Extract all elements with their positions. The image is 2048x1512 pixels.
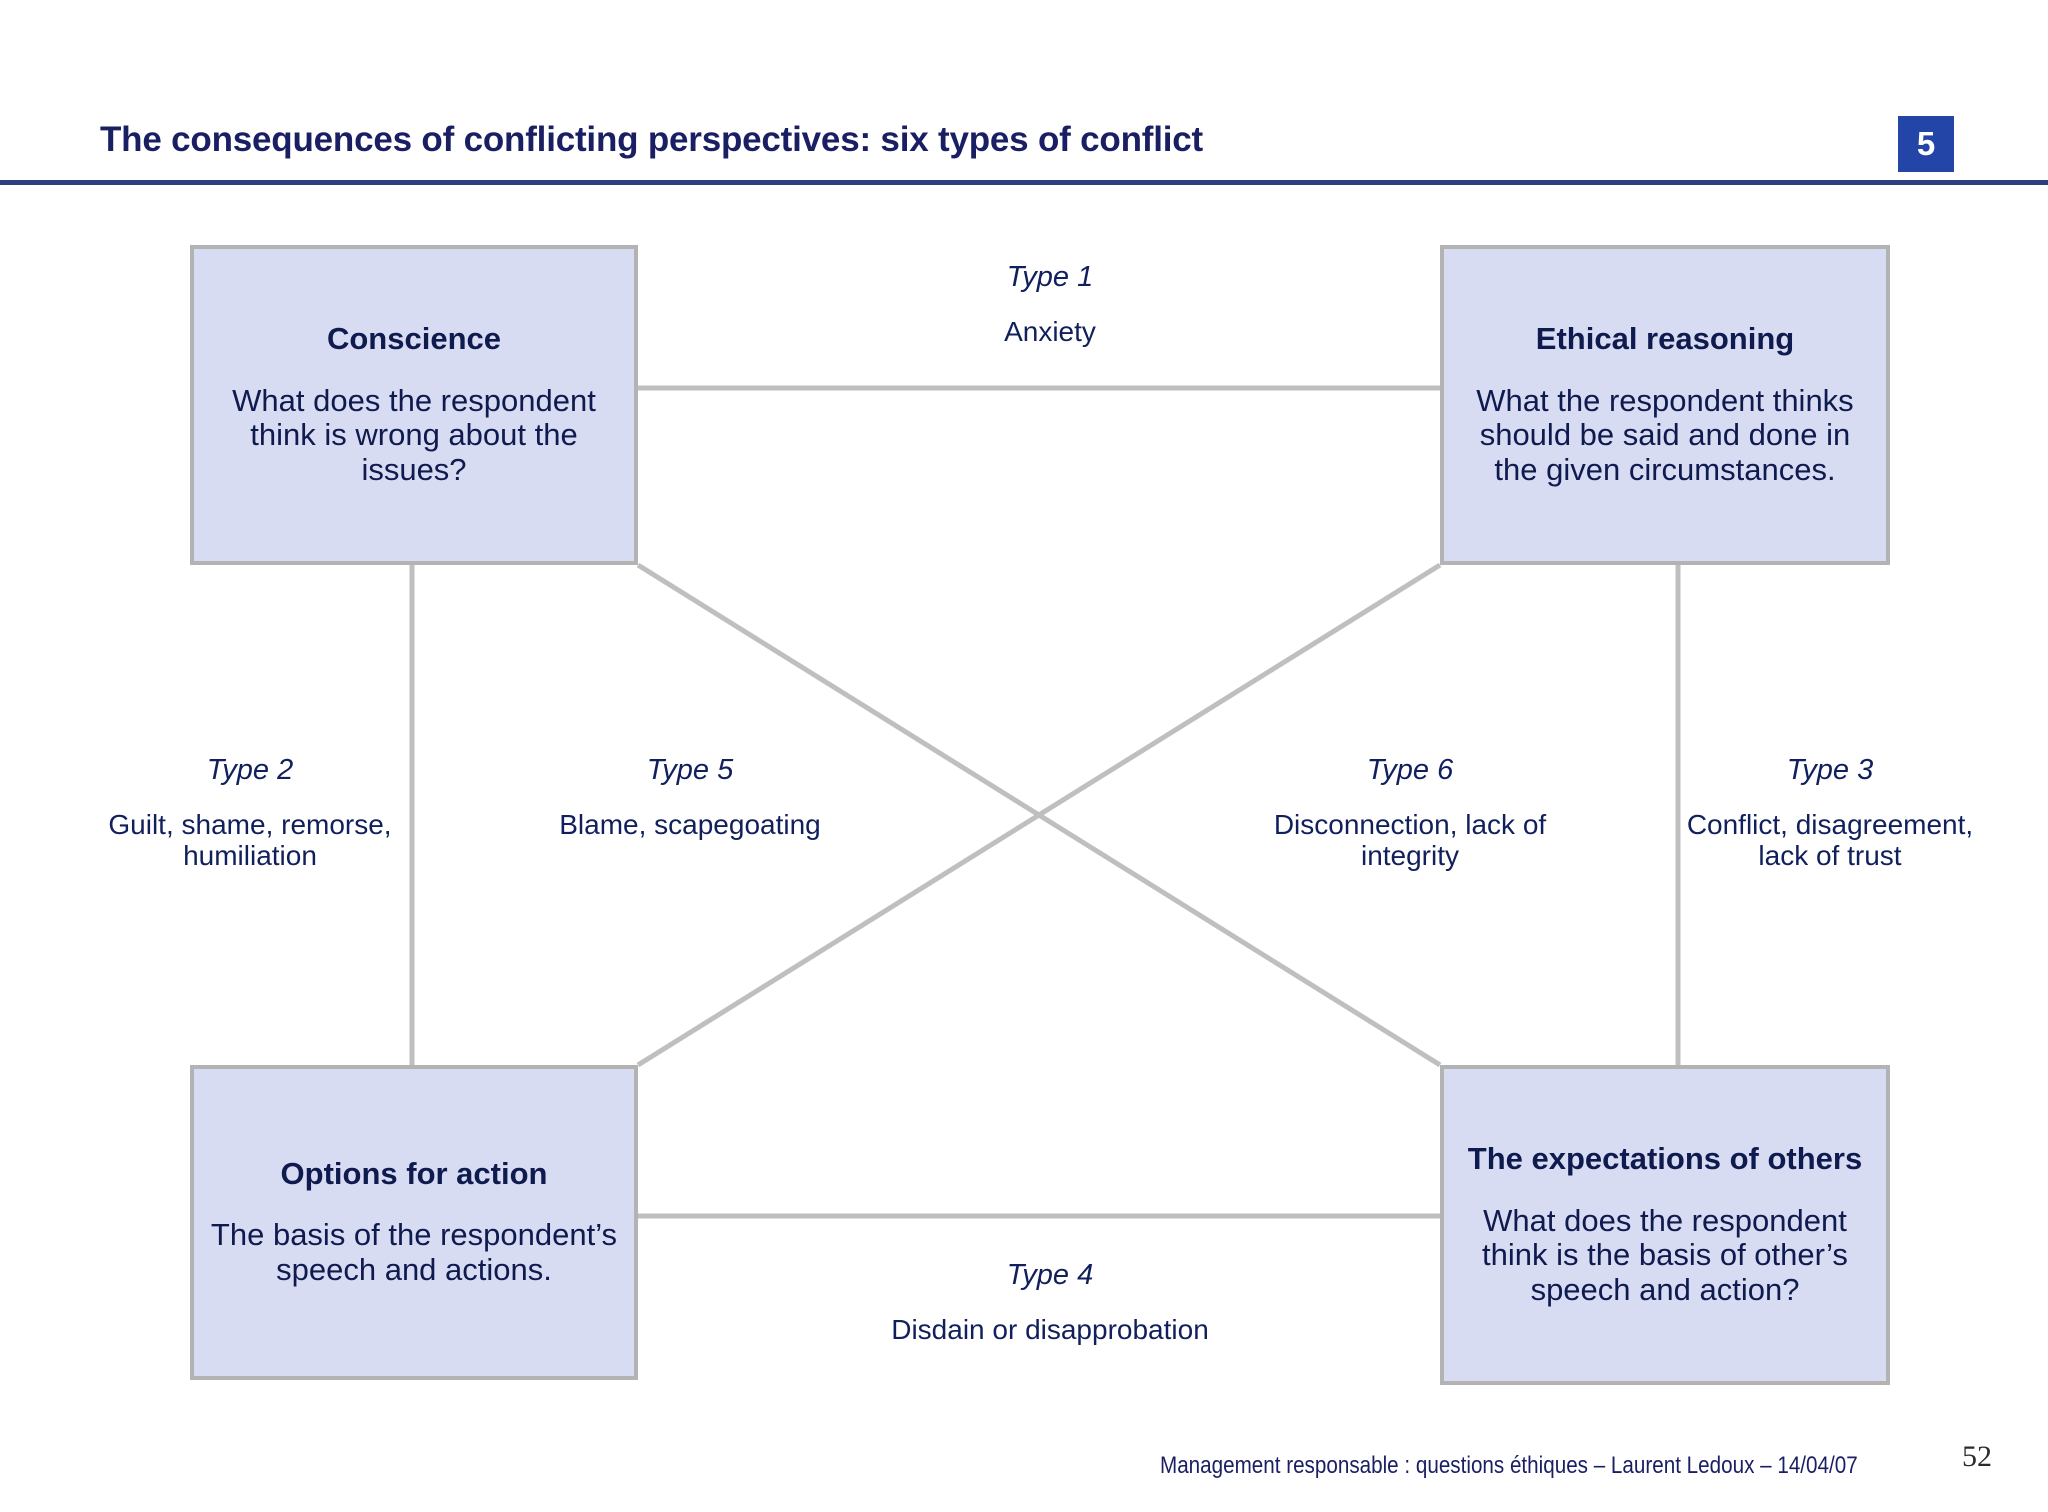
node-title-ethical-reasoning: Ethical reasoning xyxy=(1535,321,1795,357)
type-label-4: Type 4 Disdain or disapprobation xyxy=(880,1259,1220,1345)
type-heading-5: Type 5 xyxy=(646,754,734,786)
type-heading-4: Type 4 xyxy=(1006,1259,1094,1291)
type-description-5: Blame, scapegoating xyxy=(559,808,821,840)
node-title-options-for-action: Options for action xyxy=(280,1156,548,1192)
page-number: 52 xyxy=(1962,1440,1992,1473)
type-label-5: Type 5 Blame, scapegoating xyxy=(520,754,860,840)
type-heading-3: Type 3 xyxy=(1786,754,1874,786)
node-box-ethical-reasoning[interactable]: Ethical reasoning What the respondent th… xyxy=(1440,245,1890,565)
type-heading-6: Type 6 xyxy=(1366,754,1454,786)
node-body-conscience: What does the respondent think is wrong … xyxy=(232,382,596,487)
node-body-options-for-action: The basis of the respondent’s speech and… xyxy=(210,1217,618,1288)
type-description-4: Disdain or disapprobation xyxy=(891,1313,1209,1345)
node-box-expectations-of-others[interactable]: The expectations of others What does the… xyxy=(1440,1065,1890,1385)
node-title-conscience: Conscience xyxy=(326,321,501,357)
type-description-1: Anxiety xyxy=(1004,315,1096,347)
type-label-2: Type 2 Guilt, shame, remorse, humiliatio… xyxy=(80,754,420,872)
header-divider xyxy=(0,180,2048,185)
type-description-2: Guilt, shame, remorse, humiliation xyxy=(108,808,392,872)
type-description-6: Disconnection, lack of integrity xyxy=(1273,808,1547,872)
node-box-options-for-action[interactable]: Options for action The basis of the resp… xyxy=(190,1065,638,1380)
type-label-6: Type 6 Disconnection, lack of integrity xyxy=(1240,754,1580,872)
type-label-3: Type 3 Conflict, disagreement, lack of t… xyxy=(1660,754,2000,872)
node-box-conscience[interactable]: Conscience What does the respondent thin… xyxy=(190,245,638,565)
page-title: The consequences of conflicting perspect… xyxy=(100,120,1203,159)
section-number-badge: 5 xyxy=(1898,116,1954,172)
node-body-ethical-reasoning: What the respondent thinks should be sai… xyxy=(1476,382,1854,487)
footer-credit: Management responsable : questions éthiq… xyxy=(1160,1452,1858,1479)
type-description-3: Conflict, disagreement, lack of trust xyxy=(1686,808,1974,872)
node-title-expectations-of-others: The expectations of others xyxy=(1467,1141,1863,1177)
type-label-1: Type 1 Anxiety xyxy=(880,261,1220,347)
type-heading-1: Type 1 xyxy=(1006,261,1094,293)
type-heading-2: Type 2 xyxy=(206,754,294,786)
node-body-expectations-of-others: What does the respondent think is the ba… xyxy=(1482,1202,1848,1307)
